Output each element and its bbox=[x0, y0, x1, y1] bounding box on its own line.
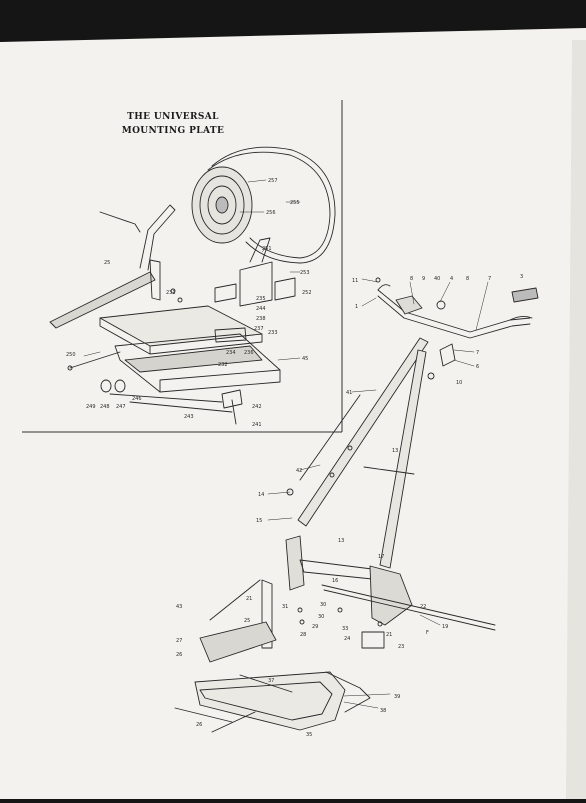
callout-30: 30 bbox=[318, 614, 324, 620]
inset-callouts: 257 256 255 251 253 252 25 231 235 244 2… bbox=[66, 178, 312, 428]
callout-257: 257 bbox=[268, 178, 278, 184]
callout-35: 35 bbox=[306, 732, 312, 738]
callout-13: 13 bbox=[392, 448, 398, 454]
callout-31: 31 bbox=[282, 604, 288, 610]
callout-13: 13 bbox=[338, 538, 344, 544]
handlebar-assembly bbox=[375, 277, 539, 380]
callout-21: 21 bbox=[386, 632, 392, 638]
callout-248: 248 bbox=[100, 404, 110, 410]
callout-23: 23 bbox=[398, 644, 404, 650]
callout-246: 246 bbox=[132, 396, 142, 402]
callout-255: 255 bbox=[290, 200, 300, 206]
callout-244: 244 bbox=[256, 306, 266, 312]
callout-43: 43 bbox=[176, 604, 182, 610]
lower-frame-assembly bbox=[199, 488, 496, 663]
callout-231: 231 bbox=[166, 290, 176, 296]
callout-42: 42 bbox=[296, 468, 302, 474]
callout-14: 14 bbox=[258, 492, 264, 498]
callout-7: 7 bbox=[476, 350, 479, 356]
callout-242: 242 bbox=[252, 404, 262, 410]
inset-leader-lines bbox=[83, 179, 301, 361]
page-edge-shadow bbox=[566, 40, 586, 799]
callout-4: 4 bbox=[450, 276, 453, 282]
callout-16: 16 bbox=[332, 578, 338, 584]
callout-256: 256 bbox=[266, 210, 276, 216]
callout-234: 234 bbox=[226, 350, 236, 356]
inset-title-line1: THE UNIVERSAL bbox=[127, 112, 219, 122]
callout-232: 232 bbox=[218, 362, 228, 368]
plough-skid-frame bbox=[174, 671, 371, 733]
callout-25: 25 bbox=[104, 260, 110, 266]
callout-41: 41 bbox=[346, 390, 352, 396]
callout-236: 236 bbox=[244, 350, 254, 356]
callout-8: 8 bbox=[466, 276, 469, 282]
inset-mounting-plate bbox=[99, 237, 296, 393]
callout-241: 241 bbox=[252, 422, 262, 428]
callout-250: 250 bbox=[66, 352, 76, 358]
callout-26: 26 bbox=[196, 722, 202, 728]
callout-253: 253 bbox=[300, 270, 310, 276]
callout-243: 243 bbox=[184, 414, 194, 420]
callout-9: 9 bbox=[422, 276, 425, 282]
callout-25: 25 bbox=[244, 618, 250, 624]
callout-235: 235 bbox=[256, 296, 266, 302]
callout-22: 22 bbox=[420, 604, 426, 610]
callout-10: 10 bbox=[456, 380, 462, 386]
callout-249: 249 bbox=[86, 404, 96, 410]
callout-38: 38 bbox=[380, 708, 386, 714]
callout-252: 252 bbox=[302, 290, 312, 296]
callout-251: 251 bbox=[262, 246, 272, 252]
callout-11: 11 bbox=[352, 278, 358, 284]
leader-lines bbox=[267, 278, 489, 709]
callout-30: 30 bbox=[320, 602, 326, 608]
callout-237: 237 bbox=[254, 326, 264, 332]
callout-247: 247 bbox=[116, 404, 126, 410]
callout-29: 29 bbox=[312, 624, 318, 630]
callout-21: 21 bbox=[246, 596, 252, 602]
callout-19: 19 bbox=[442, 624, 448, 630]
callout-26: 26 bbox=[176, 652, 182, 658]
inset-pulley-belt bbox=[191, 146, 336, 264]
inset-title-line2: MOUNTING PLATE bbox=[121, 126, 225, 136]
callout-15: 15 bbox=[256, 518, 262, 524]
callout-8: 8 bbox=[410, 276, 413, 282]
callout-27: 27 bbox=[176, 638, 182, 644]
callout-40: 40 bbox=[434, 276, 440, 282]
callout-17: 17 bbox=[378, 554, 384, 560]
callout-37: 37 bbox=[268, 678, 274, 684]
paper-sheet bbox=[0, 28, 586, 799]
callout-6: 6 bbox=[476, 364, 479, 370]
callout-7: 7 bbox=[488, 276, 491, 282]
callout-233: 233 bbox=[268, 330, 278, 336]
main-frame-arms bbox=[297, 337, 429, 569]
callout-1: 1 bbox=[355, 304, 358, 310]
inset-control-lever bbox=[49, 204, 176, 329]
cable-43 bbox=[209, 579, 261, 621]
main-callouts: 11 1 8 9 40 4 8 7 3 7 6 10 41 13 42 14 1… bbox=[176, 274, 523, 738]
callout-28: 28 bbox=[300, 632, 306, 638]
callout-238: 238 bbox=[256, 316, 266, 322]
inset-rods-and-bolts bbox=[67, 288, 243, 425]
callout-33: 33 bbox=[342, 626, 348, 632]
callout-39: 39 bbox=[394, 694, 400, 700]
callout-F: F bbox=[426, 630, 429, 636]
callout-3: 3 bbox=[520, 274, 523, 280]
callout-45: 45 bbox=[302, 356, 308, 362]
callout-24: 24 bbox=[344, 636, 350, 642]
